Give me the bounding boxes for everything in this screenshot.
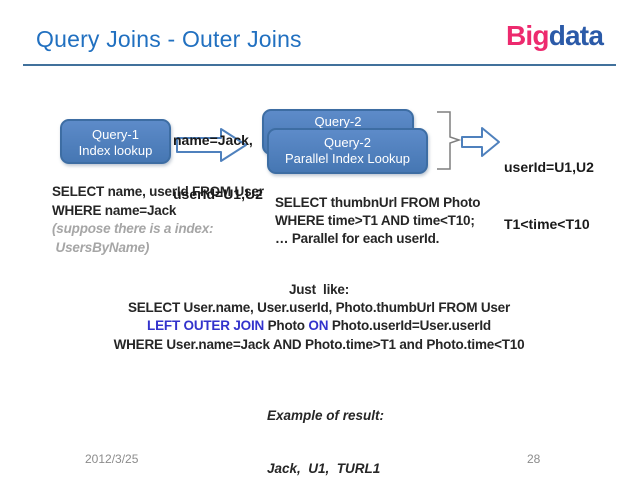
footer-page-number: 28 <box>527 452 541 466</box>
sql-line: SELECT thumbnUrl FROM Photo <box>275 195 481 210</box>
sql-line: SELECT name, userId FROM User <box>52 184 264 199</box>
sql-line: … Parallel for each userId. <box>275 231 440 246</box>
sql-line: WHERE User.name=Jack AND Photo.time>T1 a… <box>113 336 525 352</box>
example-heading: Example of result: <box>267 408 385 423</box>
logo-text-data: data <box>548 20 604 51</box>
sql-line: SELECT User.name, User.userId, Photo.thu… <box>127 300 511 316</box>
sql-keyword: LEFT OUTER JOIN <box>147 318 265 334</box>
query2-front-box-subtitle: Parallel Index Lookup <box>284 151 411 166</box>
query2-front-box-title: Query-2 <box>324 135 371 150</box>
sql-keyword: ON <box>308 318 329 334</box>
page-title: Query Joins - Outer Joins <box>36 26 302 52</box>
sql-line: WHERE name=Jack <box>52 202 177 218</box>
arrow1-label: name=Jack, userId=U1,U2 <box>173 95 263 239</box>
example-row: Jack, U1, TURL1 <box>267 460 381 476</box>
sql-note-line: UsersByName) <box>52 240 150 256</box>
sql-query2-block: SELECT thumbnUrl FROM Photo WHERE time>T… <box>275 194 481 248</box>
bigdata-logo: Bigdata <box>506 20 604 52</box>
query1-box-subtitle: Index lookup <box>78 143 153 158</box>
example-result-block: Example of result: Jack, U1, TURL1 Jack,… <box>267 372 384 478</box>
query1-box-title: Query-1 <box>92 127 139 142</box>
logo-text-big: Big <box>506 20 550 51</box>
arrow2-label: userId=U1,U2 T1<time<T10 <box>504 120 594 272</box>
combined-sql-block: Just like: SELECT User.name, User.userId… <box>79 281 559 354</box>
sql-text: Photo.userId=User.userId <box>328 318 491 334</box>
arrow1-label-line1: name=Jack, <box>173 132 253 148</box>
arrow2-label-line2: T1<time<T10 <box>504 216 590 232</box>
query2-back-box-title: Query-2 <box>314 114 362 129</box>
sql-text: Photo <box>264 318 309 334</box>
query2-front-box: Query-2 Parallel Index Lookup <box>267 128 428 174</box>
sql-line: LEFT OUTER JOIN Photo ON Photo.userId=Us… <box>79 317 559 335</box>
arrow2-label-line1: userId=U1,U2 <box>504 159 594 175</box>
flow-arrow-icon <box>176 128 247 162</box>
query1-box: Query-1 Index lookup <box>60 119 171 164</box>
just-like-heading: Just like: <box>288 282 350 297</box>
arrow1-label-line2: userId=U1,U2 <box>173 186 263 202</box>
title-divider <box>23 64 616 66</box>
sql-query1-block: SELECT name, userId FROM User WHERE name… <box>52 183 264 258</box>
brace-icon <box>437 111 461 170</box>
sql-line: WHERE time>T1 AND time<T10; <box>275 213 475 228</box>
sql-note-line: (suppose there is a index: <box>52 221 214 237</box>
footer-date: 2012/3/25 <box>85 452 139 466</box>
flow-arrow-icon <box>461 127 500 157</box>
